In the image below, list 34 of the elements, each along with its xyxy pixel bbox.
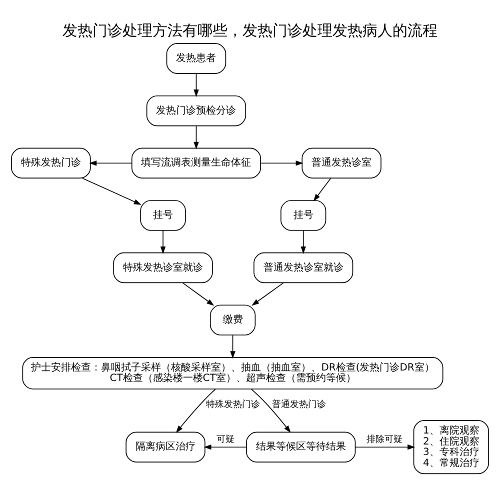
node-box: 挂号: [140, 200, 186, 231]
arrow: [204, 444, 247, 450]
node-box: 隔离病区治疗: [126, 432, 206, 462]
arrow: [176, 388, 216, 433]
arrow: [160, 230, 166, 254]
node-box: 挂号: [280, 200, 326, 231]
node-box: 特殊发热诊室就诊: [113, 252, 213, 284]
node-box: 填写流调表测量生命体征: [131, 148, 261, 178]
node-box: 1、离院观察 2、住院观察 3、专科治疗 4、常规治疗: [413, 420, 489, 474]
arrow: [300, 230, 306, 254]
node-box: 护士安排检查：鼻咽拭子采样（核酸采样室）、抽血（抽血室）、DR检查(发热门诊DR室）CT检查（感染楼一楼CT室）、超声检查（需预约等候）: [22, 357, 444, 390]
node-box: 发热门诊预检分诊: [146, 95, 246, 126]
edge-label: 排除可疑: [366, 434, 403, 445]
arrow: [354, 444, 416, 450]
edge-label: 可疑: [216, 434, 235, 445]
arrow: [252, 282, 284, 306]
arrow: [250, 388, 291, 433]
node-box: 普通发热诊室: [302, 148, 382, 178]
node-box: 普通发热诊室就诊: [254, 252, 354, 284]
edge-label: 特殊发热门诊: [206, 400, 260, 410]
arrow: [260, 160, 304, 166]
arrow: [182, 282, 214, 306]
arrow: [313, 178, 332, 202]
arrow: [194, 126, 199, 150]
arrow: [82, 178, 142, 205]
arrow: [194, 73, 199, 98]
diagram-title: 发热门诊处理方法有哪些，发热门诊处理发热病人的流程: [62, 22, 438, 40]
node-box: 特殊发热门诊: [11, 148, 91, 178]
arrow: [230, 334, 236, 359]
arrow: [89, 160, 132, 166]
node-box: 发热患者: [166, 43, 226, 74]
node-box: 缴费: [210, 304, 256, 336]
edge-label: 普通发热门诊: [272, 400, 326, 410]
node-box: 结果等候区等待结果: [246, 432, 356, 462]
